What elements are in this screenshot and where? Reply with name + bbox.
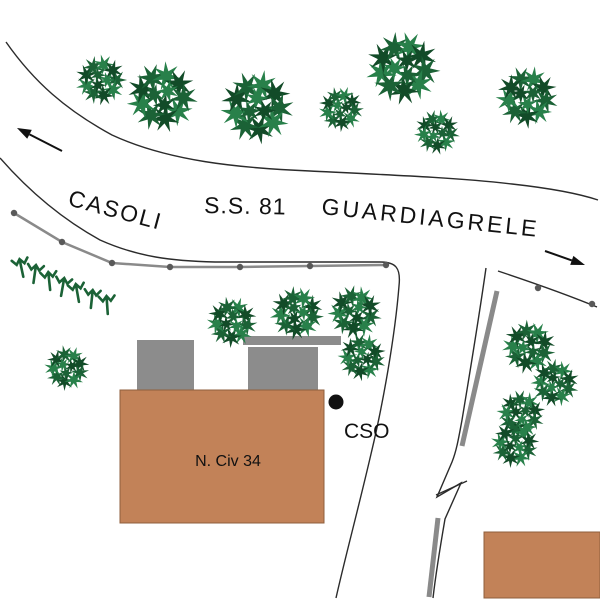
outbuilding-left xyxy=(137,340,194,391)
tree-icon xyxy=(491,419,540,468)
bottom-right-building xyxy=(483,531,600,599)
fence-post xyxy=(534,284,542,292)
tree-icon xyxy=(327,285,382,339)
fence-post xyxy=(108,259,116,267)
tree-icon xyxy=(530,358,579,407)
shrub-icon xyxy=(66,281,85,304)
arrow-head-icon xyxy=(17,128,32,139)
tree-icon xyxy=(206,296,258,348)
tree-icon xyxy=(337,333,386,382)
cso-label: CSO xyxy=(344,420,390,443)
tree-icon xyxy=(366,32,441,105)
outbuilding-right xyxy=(248,347,318,391)
direction-arrow-left xyxy=(17,128,63,152)
fence-post xyxy=(236,263,244,271)
fence-post xyxy=(10,209,18,217)
tree-icon xyxy=(76,54,128,106)
tree-icon xyxy=(319,86,364,133)
shrub-icon xyxy=(55,275,74,298)
tree-icon xyxy=(126,61,198,133)
fence-right-lower xyxy=(426,517,441,598)
fence-right-upper xyxy=(459,290,500,447)
trees xyxy=(44,32,579,468)
side-road-edge-right xyxy=(432,267,487,599)
section-tick xyxy=(435,480,468,496)
arrow-head-icon xyxy=(570,255,585,265)
tree-icon xyxy=(502,319,556,374)
cso-point-marker xyxy=(328,394,344,410)
tree-icon xyxy=(496,390,546,438)
fence-post xyxy=(382,261,390,269)
building-label: N. Civ 34 xyxy=(195,453,261,470)
tree-icon xyxy=(44,345,90,391)
tree-icon xyxy=(269,286,324,340)
road-labels: CASOLI S.S. 81 GUARDIAGRELE xyxy=(66,185,541,242)
road-label-guardiagrele: GUARDIAGRELE xyxy=(320,193,540,242)
roads xyxy=(0,41,599,599)
arrow-shaft xyxy=(544,250,573,262)
arrow-shaft xyxy=(29,133,63,152)
tree-icon xyxy=(414,109,460,155)
shrub-icon xyxy=(26,262,46,285)
wall-bar xyxy=(243,336,341,345)
main-building xyxy=(119,389,325,524)
tree-icon xyxy=(495,66,558,129)
shrub-row xyxy=(10,256,116,316)
road-edge-lower xyxy=(0,157,401,599)
fence-post xyxy=(58,238,66,246)
shrub-icon xyxy=(97,293,116,316)
shrub-icon xyxy=(39,269,58,292)
shrub-icon xyxy=(10,256,29,279)
road-edge-upper xyxy=(5,41,599,201)
fence-posts xyxy=(10,209,596,308)
fence-post xyxy=(166,263,174,271)
road-edge-right-continuation xyxy=(497,270,598,308)
fence-post xyxy=(306,262,314,270)
road-label-casoli: CASOLI xyxy=(66,185,166,235)
direction-arrow-right xyxy=(544,250,585,265)
fence-post xyxy=(588,300,596,308)
gray-structures xyxy=(137,336,341,391)
shrub-icon xyxy=(83,287,102,310)
road-label-ss81: S.S. 81 xyxy=(204,192,287,219)
tree-icon xyxy=(220,70,294,145)
